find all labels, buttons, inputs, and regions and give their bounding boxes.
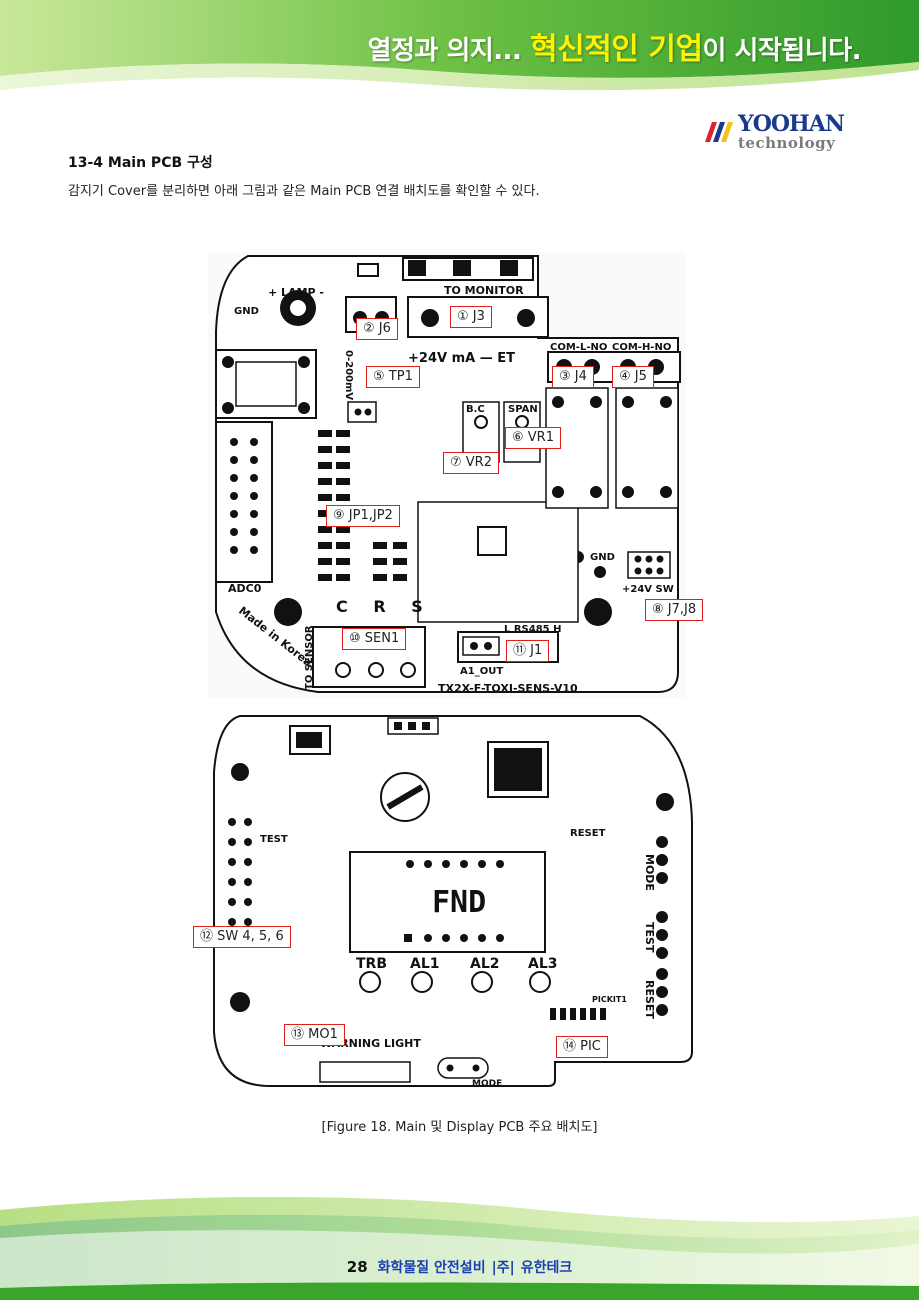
display-pcb-diagram: FND TRB AL1 AL2 AL3 MODE: [210, 712, 694, 1090]
footer-text: 28 화학물질 안전설비 |주| 유한테크: [0, 1257, 919, 1277]
silk-sw-24v: +24V SW: [622, 584, 674, 595]
silk-al2: AL2: [470, 956, 500, 972]
silk-sw5-test: TEST: [260, 834, 288, 845]
callout-pic: ⑭ PIC: [556, 1036, 608, 1058]
figure-caption: [Figure 18. Main 및 Display PCB 주요 배치도]: [321, 1120, 598, 1135]
silk-test: TEST: [643, 922, 656, 953]
silk-a1-out: A1_OUT: [460, 666, 503, 677]
silk-power-row: +24V mA — ET: [408, 351, 515, 366]
slogan-pre: 열정과 의지...: [367, 36, 530, 66]
slogan-post: 이 시작됩니다.: [702, 36, 862, 66]
footer-sep: |주|: [491, 1260, 515, 1276]
callout-j4: ③ J4: [552, 366, 594, 388]
silk-csrs: C R S: [336, 597, 433, 616]
silk-to-sensor: TO SENSOR: [304, 625, 315, 690]
silk-rs485: L RS485 H: [504, 624, 561, 635]
silk-adc0: ADC0: [228, 582, 262, 595]
callout-tp1: ⑤ TP1: [366, 366, 420, 388]
silk-mode: MODE: [643, 854, 656, 891]
footer-banner: [0, 1196, 919, 1300]
callout-mo1: ⑬ MO1: [284, 1024, 345, 1046]
main-pcb-diagram: + LAMP - TO MONITOR GND +24V mA — ET COM…: [208, 252, 686, 698]
page-number: 28: [346, 1258, 368, 1276]
callout-j1: ⑪ J1: [506, 640, 550, 662]
silk-reset: RESET: [643, 980, 656, 1019]
header-banner: [0, 0, 919, 91]
callout-j5: ④ J5: [612, 366, 654, 388]
callout-sw-4-5-6: ⑫ SW 4, 5, 6: [193, 926, 291, 948]
silk-com-h-no: COM-H-NO: [612, 342, 671, 353]
callout-vr1: ⑥ VR1: [505, 427, 561, 449]
silk-bc: B.C: [466, 404, 485, 415]
footer-right: 유한테크: [520, 1260, 573, 1276]
callout-vr2: ⑦ VR2: [443, 452, 499, 474]
silk-gnd: GND: [234, 306, 259, 317]
silk-gnd2: GND: [590, 552, 615, 563]
silk-pickit: PICKIT1: [592, 995, 627, 1004]
section-description: 감지기 Cover를 분리하면 아래 그림과 같은 Main PCB 연결 배치…: [68, 184, 540, 199]
company-logo-icon: [705, 122, 733, 142]
logo-brand: YOOHAN: [738, 111, 845, 137]
callout-sen1: ⑩ SEN1: [342, 628, 407, 650]
slogan-highlight: 혁신적인 기업: [530, 32, 703, 67]
silk-trb: TRB: [356, 956, 387, 972]
silk-lamp: + LAMP -: [268, 286, 324, 299]
silk-board-name: TX2X-F-TOXI-SENS-V10: [438, 682, 578, 695]
silk-mode-bottom: MODE: [472, 1079, 502, 1089]
silk-warning: WARNING LIGHT: [320, 1037, 421, 1050]
silk-fnd: FND: [432, 885, 486, 920]
footer-left: 화학물질 안전설비: [377, 1260, 486, 1276]
callout-j3: ① J3: [450, 306, 492, 328]
section-title: 13-4 Main PCB 구성: [68, 155, 213, 171]
silk-span: SPAN: [508, 404, 538, 415]
silk-sw6-reset: RESET: [570, 828, 606, 839]
silk-com-l-no: COM-L-NO: [550, 342, 607, 353]
callout-j6: ② J6: [356, 318, 398, 340]
silk-range: 0-200mV: [343, 350, 354, 400]
silk-al3: AL3: [528, 956, 558, 972]
silk-to-monitor: TO MONITOR: [444, 284, 524, 297]
logo-sub: technology: [738, 134, 836, 152]
callout-jp1-jp2: ⑨ JP1,JP2: [326, 505, 400, 527]
header-slogan: 열정과 의지... 혁신적인 기업이 시작됩니다.: [367, 24, 862, 68]
silk-al1: AL1: [410, 956, 440, 972]
callout-j7-j8: ⑧ J7,J8: [645, 599, 704, 621]
